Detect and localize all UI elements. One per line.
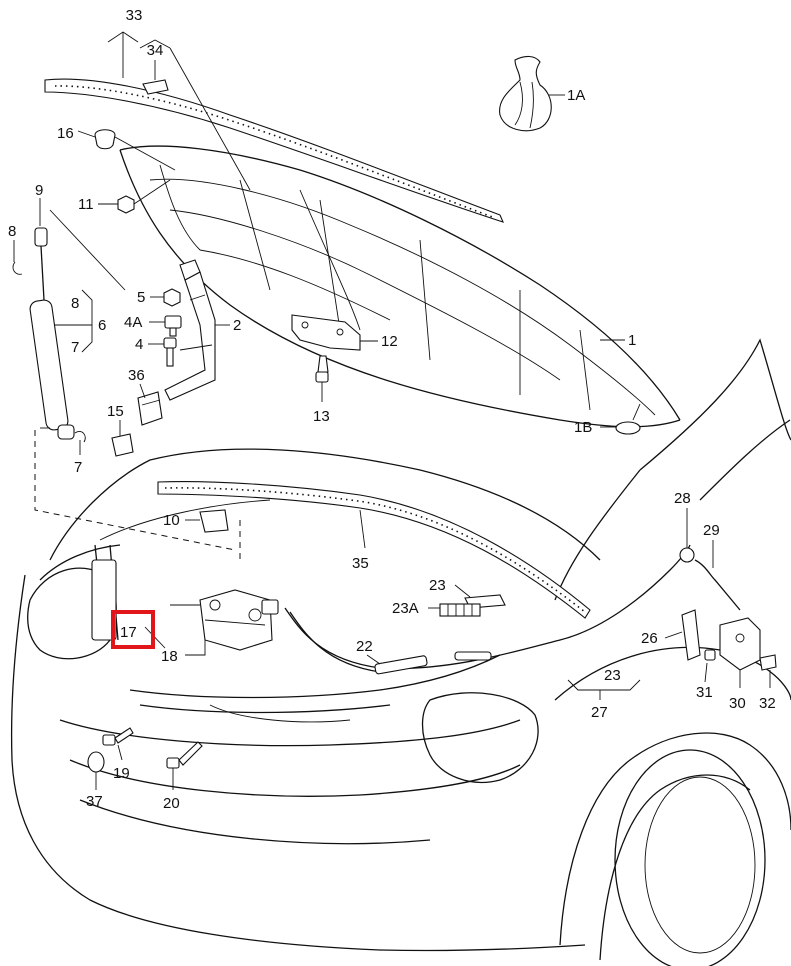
callout-29: 29	[703, 522, 720, 539]
callout-23a: 23	[429, 577, 446, 594]
screw-part-19	[102, 727, 134, 746]
callout-33: 33	[126, 7, 143, 24]
bolt-part-4	[163, 337, 177, 367]
callout-32: 32	[759, 695, 776, 712]
release-cable	[284, 544, 691, 675]
bolt-part-13	[315, 355, 329, 383]
hood-seal-strip	[44, 78, 504, 223]
clip-part-10	[199, 509, 229, 533]
callout-6: 6	[98, 317, 106, 334]
nut-part-5	[163, 288, 181, 307]
buffer-part-15	[111, 433, 134, 457]
callout-5: 5	[137, 289, 145, 306]
callout-18: 18	[161, 648, 178, 665]
callout-15: 15	[107, 403, 124, 420]
gas-strut	[12, 227, 86, 443]
pad-part-23A	[439, 603, 481, 617]
callout-1a: 1A	[567, 87, 585, 104]
callout-30: 30	[729, 695, 746, 712]
release-bracket-part	[719, 617, 761, 671]
callout-2: 2	[233, 317, 241, 334]
hood-lock-part	[199, 589, 279, 651]
callout-16: 16	[57, 125, 74, 142]
callout-9: 9	[35, 182, 43, 199]
callout-23b: 23	[604, 667, 621, 684]
callout-27: 27	[591, 704, 608, 721]
callout-36: 36	[128, 367, 145, 384]
bag-part	[499, 55, 552, 132]
leader-lines	[13, 31, 771, 790]
callout-labels: 33 34 1A 16 9 11 8 8 6 7 5 4A 2 4 12 1 3…	[8, 7, 776, 812]
nut-part	[117, 195, 135, 214]
callout-28: 28	[674, 490, 691, 507]
callout-4: 4	[135, 336, 143, 353]
callout-23A: 23A	[392, 600, 419, 617]
callout-34: 34	[147, 42, 164, 59]
callout-8: 8	[8, 223, 16, 240]
callout-7a: 7	[71, 339, 79, 356]
callout-4a: 4A	[124, 314, 142, 331]
bolt-part-4a	[164, 315, 182, 337]
plug-part-37	[87, 751, 105, 773]
callout-22: 22	[356, 638, 373, 655]
grommet-part-28	[679, 547, 695, 563]
callout-19: 19	[113, 765, 130, 782]
bulkhead-seal-strip	[157, 481, 591, 619]
car-body	[10, 338, 791, 966]
callout-11: 11	[78, 196, 94, 213]
clip-part-32	[759, 654, 777, 671]
cable-part-29	[694, 559, 741, 611]
lever-part-26	[681, 609, 701, 661]
callout-17: 17	[120, 624, 137, 641]
callout-7b: 7	[74, 459, 82, 476]
callout-1b: 1B	[574, 419, 592, 436]
bump-stop-part	[94, 129, 116, 150]
bolt-part-20	[166, 741, 203, 769]
callout-8b: 8	[71, 295, 79, 312]
callout-31: 31	[696, 684, 713, 701]
callout-12: 12	[381, 333, 398, 350]
clip-part-34	[142, 79, 169, 95]
bracket-part-12	[291, 314, 361, 351]
callout-35: 35	[352, 555, 369, 572]
callout-13: 13	[313, 408, 330, 425]
callout-37: 37	[86, 793, 103, 810]
clip-part-36	[137, 391, 163, 426]
screw-part-31	[704, 649, 716, 661]
highlight-box	[111, 610, 155, 649]
callout-20: 20	[163, 795, 180, 812]
hood-panel	[119, 145, 681, 428]
hinge-part	[164, 259, 216, 401]
callout-1: 1	[628, 332, 636, 349]
callout-26: 26	[641, 630, 658, 647]
callout-10: 10	[163, 512, 180, 529]
plug-part-1b	[615, 421, 641, 435]
